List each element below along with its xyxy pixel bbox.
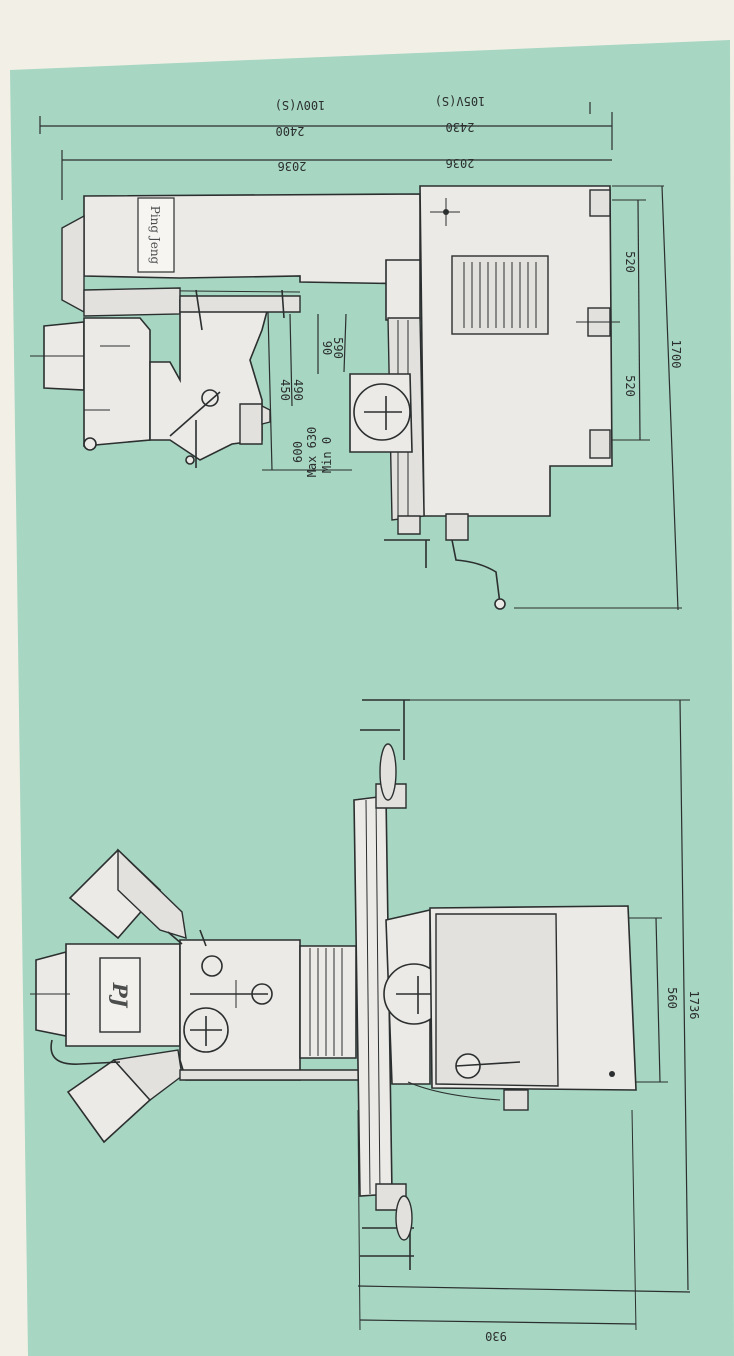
dim-line-1736 (679, 699, 689, 1291)
front-column-base (179, 1069, 361, 1081)
dim-2430: 2430 (446, 120, 475, 134)
brand-plate (137, 197, 175, 273)
front-logo-plate (99, 957, 141, 1033)
lever-ball (185, 455, 195, 465)
crank-a (384, 539, 430, 568)
table-screw-b (445, 513, 469, 541)
dim-2036-bottom: 2036 (446, 156, 475, 170)
spindle-tip (261, 404, 271, 425)
quill-lever (169, 391, 221, 437)
head-lever (167, 931, 183, 945)
bellows (309, 948, 343, 1056)
quill-handle-hub (201, 389, 219, 407)
dim-line-1700 (661, 185, 679, 611)
foot-bottom (589, 429, 611, 459)
base-lever (455, 1061, 521, 1067)
table-slot (365, 799, 371, 1195)
knee-upper (385, 259, 421, 321)
coolant-box (503, 1089, 529, 1111)
dim-2036-top: 2036 (278, 159, 307, 173)
dim-min-0: Min 0 (320, 437, 334, 473)
ext-line (357, 1109, 361, 1331)
dim-line-560 (655, 917, 661, 1083)
ram-slide (83, 287, 181, 317)
side-view: 100V(S) 2400 2036 105V(S) 2430 2036 Ping… (30, 94, 683, 611)
dim-520-b: 520 (623, 375, 637, 397)
dim-520-a: 520 (623, 251, 637, 273)
dim-1700: 1700 (669, 340, 683, 369)
dim-490: 490 (291, 379, 305, 401)
vent-slots (463, 262, 537, 328)
crank-b (451, 539, 501, 605)
front-head-knob (201, 955, 223, 977)
dim-560: 560 (665, 987, 679, 1009)
dim-90: 90 (320, 341, 334, 355)
head-lever (195, 289, 203, 331)
dim-line-520 (637, 199, 641, 441)
table-handwheel-left (379, 743, 397, 801)
dim-1736: 1736 (687, 991, 701, 1020)
dim-450: 450 (278, 379, 292, 401)
spindle-nose (239, 403, 263, 445)
dim-line-930 (359, 1319, 637, 1325)
brand-label: Ping Jeng (148, 206, 162, 265)
dim-line-base (357, 1285, 691, 1293)
motor-knob (83, 437, 97, 451)
dim-2400: 2400 (276, 124, 305, 138)
crank-knob (494, 598, 506, 610)
dim-100v: 100V(S) (275, 98, 326, 112)
head-lever (199, 929, 207, 947)
front-column (299, 945, 357, 1059)
dim-600: 600 (291, 441, 305, 463)
cable (50, 1039, 121, 1065)
vent-panel (451, 255, 549, 335)
foot-top (589, 189, 611, 217)
base-curve (407, 1081, 501, 1101)
front-logo: PJ (108, 982, 132, 1009)
motor-body (83, 317, 151, 447)
head-lever (281, 289, 285, 319)
ram-rear-cap (61, 214, 85, 314)
dim-930: 930 (485, 1329, 507, 1343)
head-top (179, 295, 301, 313)
dim-line-450 (289, 313, 293, 407)
dim-line-590 (343, 313, 347, 373)
dim-line-min-max (267, 311, 273, 471)
table-slot (375, 797, 381, 1195)
dim-105v: 105V(S) (435, 94, 486, 108)
front-base-door (435, 913, 559, 1087)
table-screw-a (397, 515, 421, 535)
ram-body (83, 193, 421, 285)
ext-line (631, 1109, 637, 1331)
table-handwheel-right (395, 1195, 413, 1241)
motor-housing-upper-side (117, 848, 187, 939)
front-view: PJ (30, 699, 701, 1343)
dim-max-630: Max 630 (305, 427, 319, 478)
dim-590: 590 (331, 337, 345, 359)
base-bolt (609, 1071, 615, 1077)
table-crank-left (360, 699, 410, 760)
column-body (419, 185, 613, 517)
